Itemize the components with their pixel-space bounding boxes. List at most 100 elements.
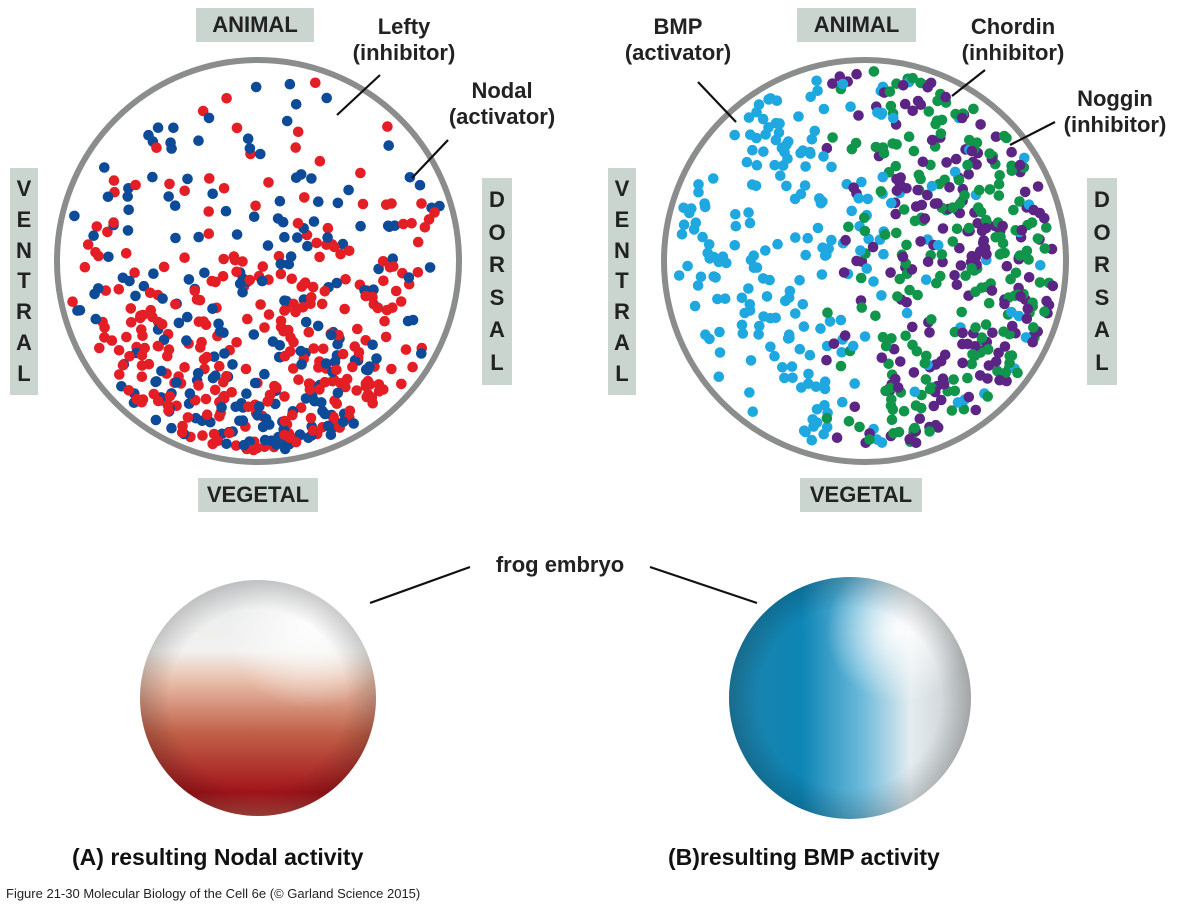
bmp-dot [846, 205, 857, 217]
chordin-dot [1004, 350, 1015, 362]
noggin-dot [907, 321, 918, 333]
noggin-dot [926, 134, 938, 146]
nodal-dot [288, 363, 299, 374]
noggin-dot [922, 82, 933, 93]
noggin-dot [975, 119, 986, 130]
lefty-dot [300, 316, 312, 328]
chordin-dot [886, 394, 897, 405]
bmp-dot [811, 75, 822, 87]
nodal-dot [279, 391, 290, 402]
lefty-dot [163, 191, 174, 202]
bmp-dot [761, 291, 773, 302]
noggin-dot [956, 112, 968, 124]
lefty-dot [173, 317, 185, 329]
noggin-dot [912, 95, 924, 107]
noggin-dot [957, 327, 968, 339]
lefty-dot [213, 318, 224, 330]
nodal-dot [263, 177, 274, 188]
noggin-dot [966, 145, 978, 157]
chordin-dot [947, 202, 959, 213]
nodal-dot [196, 336, 207, 348]
lefty-dot [183, 274, 195, 285]
nodal-dot [240, 363, 252, 375]
chordin-dot [894, 273, 906, 285]
nodal-dot [303, 326, 315, 338]
lefty-dot [279, 231, 290, 243]
label-letter: A [1094, 317, 1110, 343]
chordin-dot [990, 232, 1001, 243]
noggin-dot [821, 354, 832, 366]
lefty-dot [281, 115, 293, 127]
nodal-dot [124, 351, 135, 362]
noggin-dot [922, 256, 934, 268]
nodal-dot [156, 318, 168, 330]
lefty-dot [259, 368, 270, 380]
nodal-dot [344, 405, 356, 417]
noggin-dot [885, 267, 896, 278]
bmp-dot [713, 371, 725, 383]
bmp-dot [800, 249, 811, 261]
chordin-dot [964, 134, 975, 146]
noggin-dot [839, 330, 851, 341]
noggin-dot [937, 373, 949, 385]
nodal-dot [382, 121, 393, 132]
lefty-dot [166, 143, 177, 154]
chordin-dot [919, 357, 931, 369]
nodal-dot [372, 302, 384, 314]
bmp-dot [859, 331, 871, 342]
nodal-dot [386, 363, 397, 375]
chordin-dot [962, 159, 973, 171]
noggin-dot [1022, 303, 1034, 315]
lefty-dot [241, 388, 252, 400]
noggin-dot [935, 394, 947, 406]
bmp-dot [853, 193, 864, 204]
bmp-dot [776, 142, 788, 154]
noggin-dot [840, 234, 851, 246]
bmp-dot [806, 134, 818, 145]
bmp-dot [819, 400, 830, 411]
nodal-dot [335, 248, 346, 260]
chordin-dot [984, 184, 996, 195]
chordin-dot [1012, 367, 1023, 379]
bmp-dot [753, 329, 764, 340]
noggin-dot [966, 250, 978, 262]
label-letter: V [614, 176, 630, 202]
chordin-dot [1039, 306, 1050, 318]
label-letter: D [489, 187, 505, 213]
label-letter: O [1093, 219, 1111, 245]
nodal-dot [307, 281, 319, 293]
chordin-dot [976, 332, 988, 343]
bmp-dot [712, 293, 723, 305]
chordin-role: (inhibitor) [961, 40, 1065, 65]
lefty-dot [216, 402, 227, 413]
chordin-dot [883, 358, 894, 370]
nodal-dot [162, 350, 173, 362]
bmp-dot [695, 271, 707, 283]
label-letter: N [16, 237, 32, 263]
bmp-name: BMP [653, 14, 703, 39]
label-letter: N [614, 237, 630, 263]
nodal-dot [179, 252, 190, 263]
lefty-name: Lefty [377, 14, 431, 39]
nodal-dot [113, 284, 125, 295]
chordin-dot [953, 174, 965, 186]
chordin-dot [877, 331, 889, 343]
noggin-dot [978, 235, 990, 246]
nodal-dot [377, 255, 389, 267]
lefty-dot [371, 353, 382, 364]
nodal-dot [218, 390, 230, 402]
frog-embryo-label: frog embryo [495, 552, 625, 577]
lefty-dot [325, 429, 337, 441]
nodal-dot [307, 425, 319, 436]
noggin-dot [924, 327, 935, 338]
bmp-sphere [729, 577, 971, 819]
nodal-dot [217, 271, 229, 282]
nodal-dot [379, 315, 390, 327]
frog-embryo-leader-a [369, 565, 471, 605]
bmp-dot [863, 233, 874, 245]
bmp-dot [802, 232, 813, 244]
nodal-dot [295, 402, 307, 414]
nodal-dot [380, 331, 392, 343]
chordin-dot [886, 333, 897, 344]
